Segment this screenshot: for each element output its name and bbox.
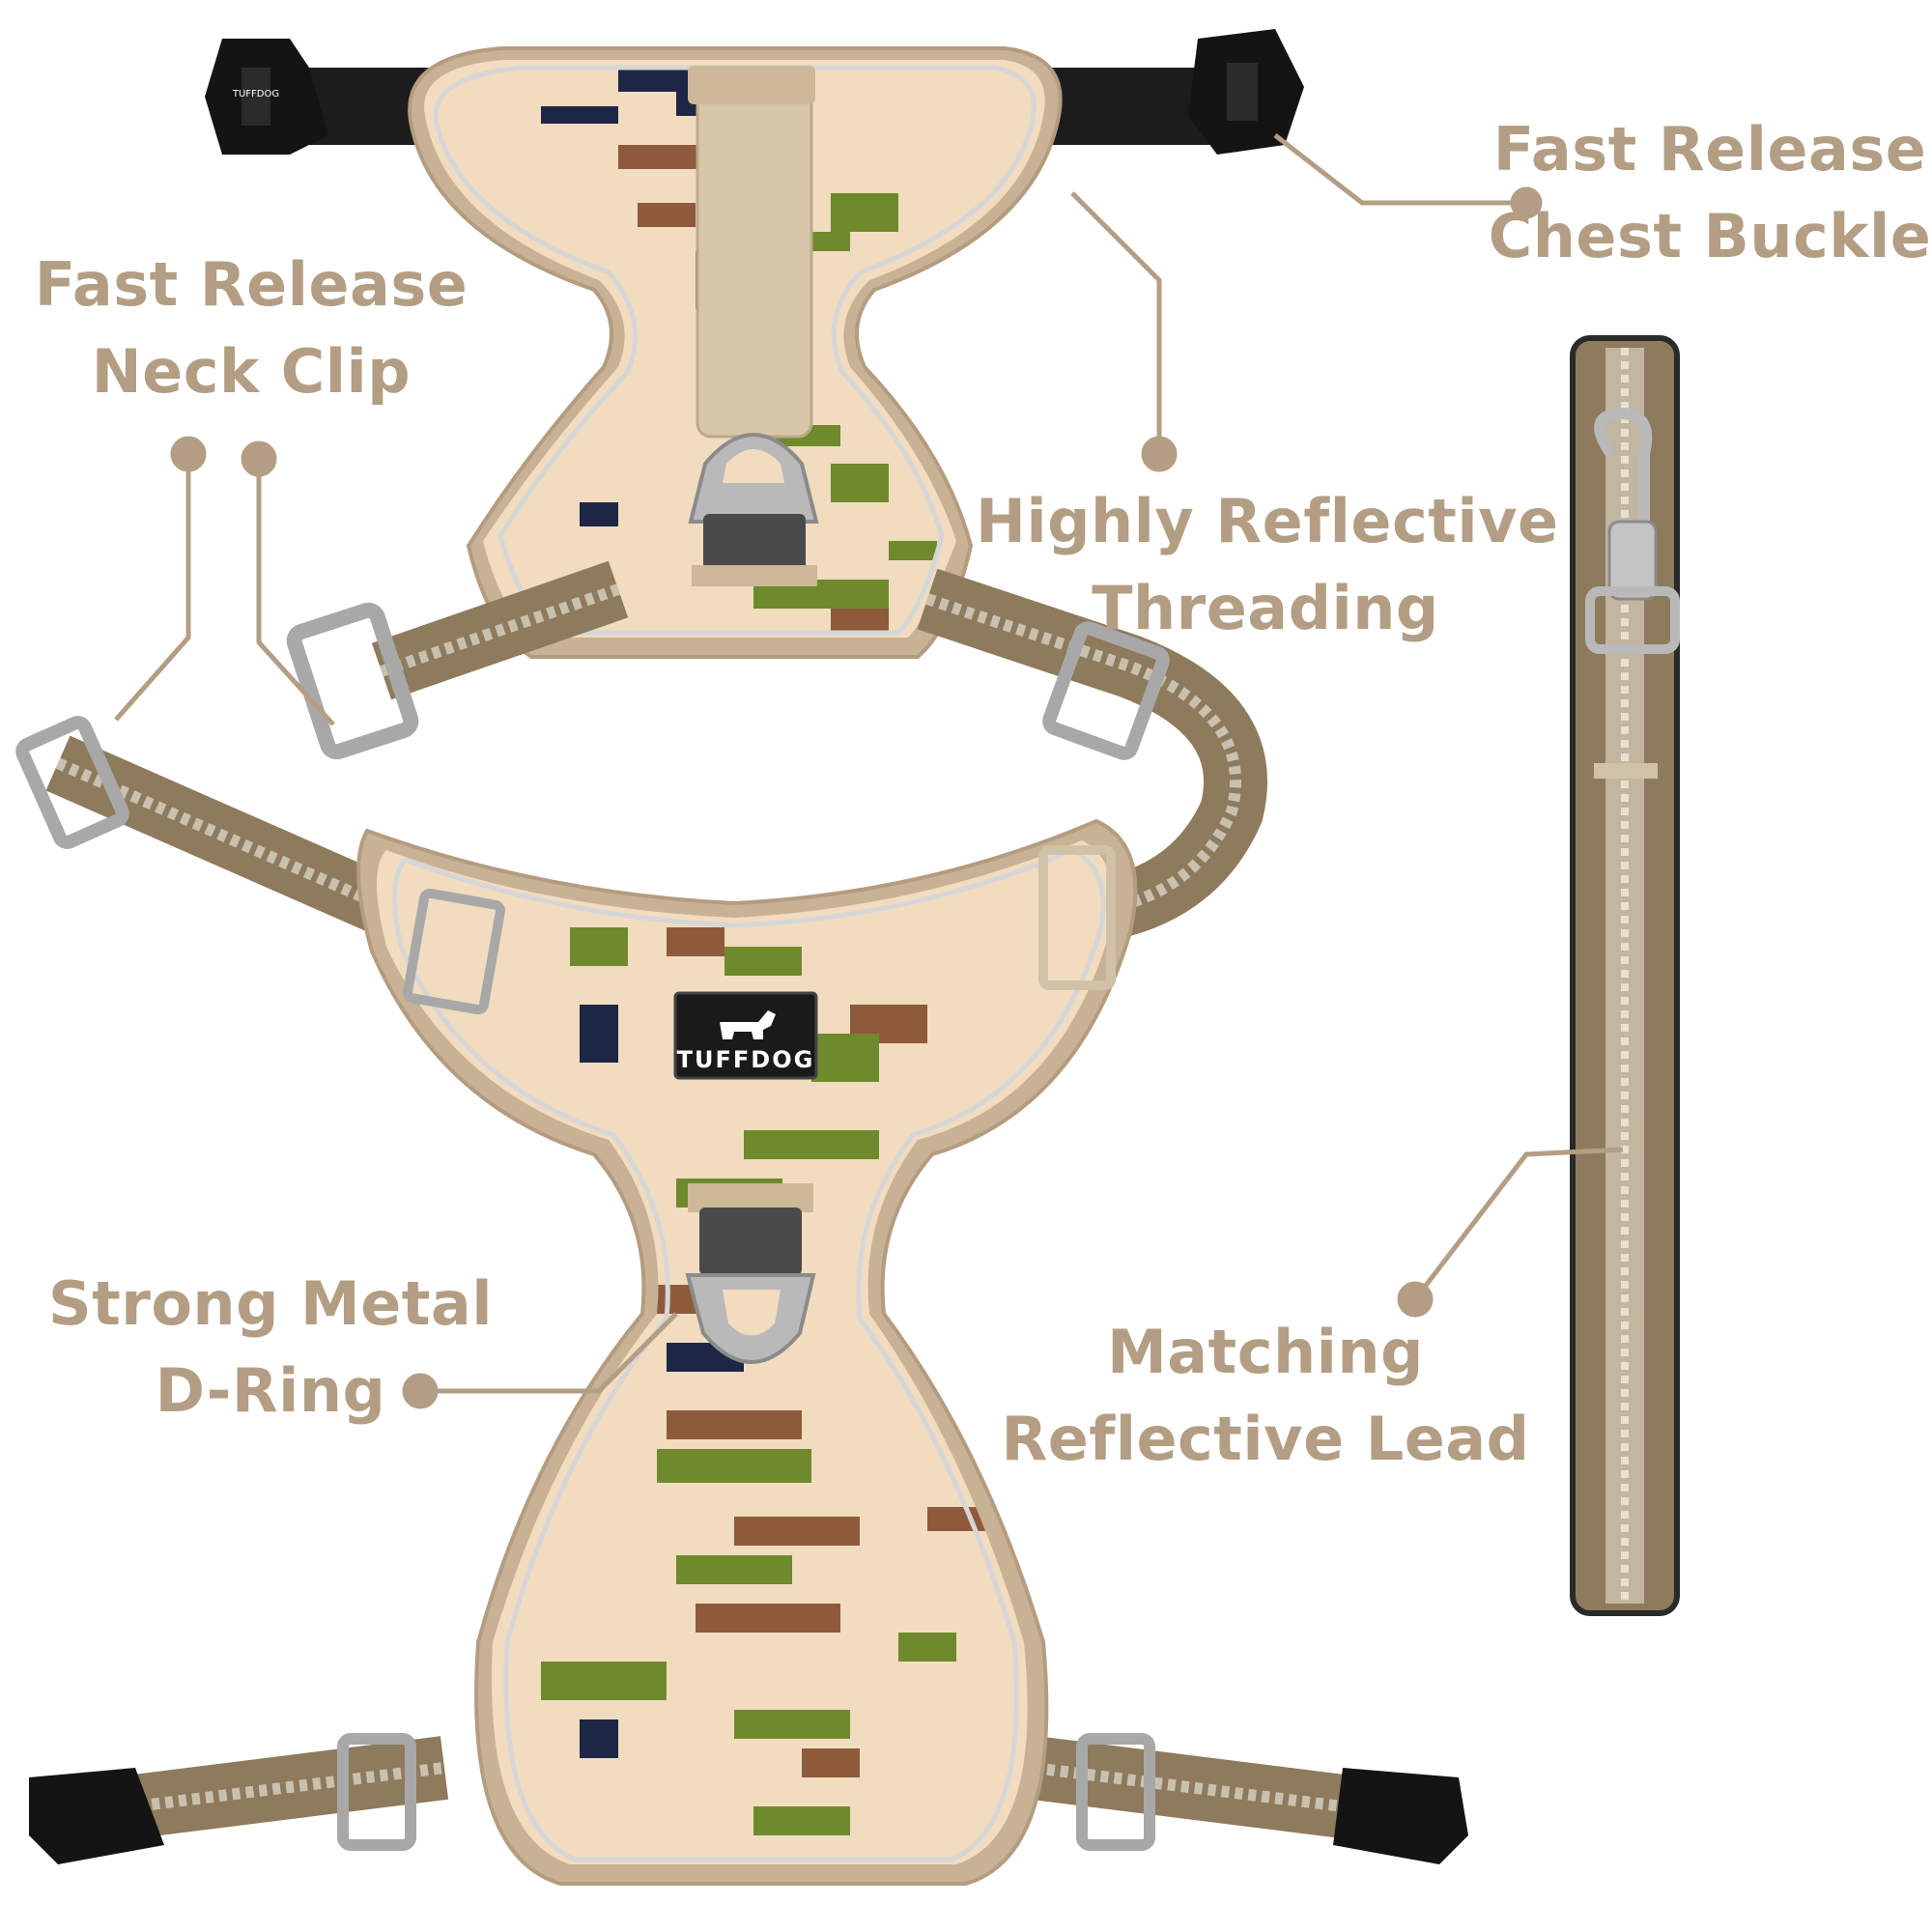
- reflective-lead: [1570, 335, 1680, 1616]
- svg-text:TUFFDOG: TUFFDOG: [232, 89, 279, 99]
- label-d-ring: Strong Metal D-Ring: [47, 1268, 494, 1426]
- chest-reflective-line: [392, 847, 1106, 1862]
- label-neck-clip: Fast Release Neck Clip: [34, 249, 469, 407]
- brand-name: TUFFDOG: [676, 1046, 815, 1073]
- callout-neck-clip-1: [114, 454, 191, 722]
- top-handle: [696, 68, 813, 439]
- callout-lines: [114, 133, 1624, 1409]
- callout-reflective: [1070, 191, 1162, 454]
- label-chest-buckle: Fast Release Chest Buckle: [1488, 114, 1932, 271]
- label-lead: Matching Reflective Lead: [1001, 1317, 1530, 1474]
- callout-lead: [1413, 1147, 1624, 1301]
- chest-buckle-left: TUFFDOG: [205, 39, 328, 155]
- chest-buckle-right: [1188, 29, 1304, 155]
- neck-clip-buckle: [15, 602, 1170, 849]
- lead-snap-hook: [1585, 407, 1680, 654]
- bottom-buckle-left: [29, 1733, 416, 1864]
- chest-d-ring: [685, 1183, 816, 1364]
- top-d-ring: [688, 433, 819, 586]
- callout-d-ring: [420, 1312, 678, 1394]
- bottom-buckle-right: [1076, 1733, 1468, 1864]
- callout-chest-buckle: [1273, 133, 1526, 206]
- label-reflective-threading: Highly Reflective Threading: [976, 486, 1559, 643]
- dog-icon: [720, 1010, 776, 1039]
- tuffdog-logo-patch: [673, 991, 818, 1080]
- callout-neck-clip-2: [256, 459, 335, 726]
